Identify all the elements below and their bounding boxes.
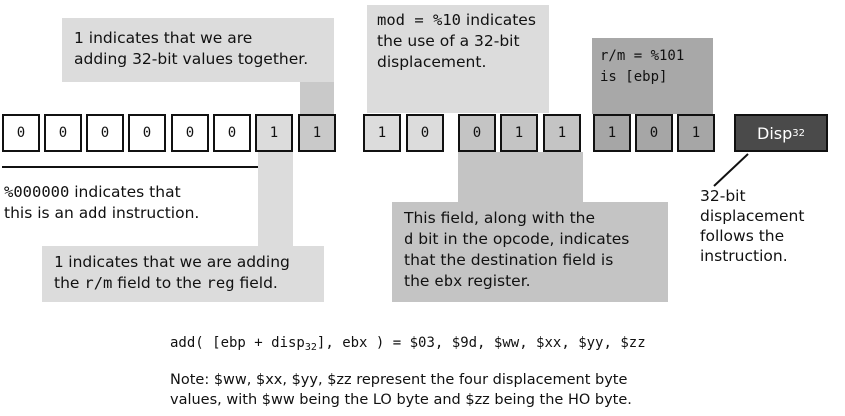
callout-text-reg: This field, along with the d bit in the … xyxy=(404,209,630,290)
bit-opcode-2: 0 xyxy=(213,114,251,152)
bit-rm-0: 1 xyxy=(677,114,715,152)
callout-connector-reg xyxy=(458,152,583,202)
callout-text-mod: mod = %10 indicates the use of a 32-bit … xyxy=(377,11,536,71)
callout-box-add-size xyxy=(62,18,334,82)
callout-text-d-bit: 1 indicates that we are adding the r/m f… xyxy=(54,253,290,292)
callout-text-opcode: %000000 indicates that this is an add in… xyxy=(4,183,200,222)
bit-rm-2: 1 xyxy=(593,114,631,152)
bit-rm-1: 0 xyxy=(635,114,673,152)
callout-box-rm xyxy=(592,38,713,114)
bit-opcode-5: 0 xyxy=(86,114,124,152)
bit-opcode-3: 0 xyxy=(171,114,209,152)
callout-connector-add-size xyxy=(300,82,334,114)
callout-box-d-bit xyxy=(42,246,324,302)
bit-mod-0: 0 xyxy=(406,114,444,152)
bit-opcode-s: 1 xyxy=(298,114,336,152)
bit-reg-2: 0 xyxy=(458,114,496,152)
callout-text-add-size: 1 indicates that we are adding 32-bit va… xyxy=(74,29,309,68)
callout-box-mod xyxy=(367,5,549,113)
callout-connector-d-bit xyxy=(258,152,293,246)
callout-box-reg xyxy=(392,202,668,302)
instruction-encoding: add( [ebp + disp32], ebx ) = $03, $9d, $… xyxy=(170,335,646,353)
bit-opcode-7: 0 xyxy=(2,114,40,152)
bit-reg-0: 1 xyxy=(543,114,581,152)
bit-mod-1: 1 xyxy=(363,114,401,152)
bit-opcode-6: 0 xyxy=(44,114,82,152)
displacement-leader-line xyxy=(713,153,749,187)
callout-text-rm: r/m = %101 is [ebp] xyxy=(600,48,685,85)
bit-opcode-4: 0 xyxy=(128,114,166,152)
bit-reg-1: 1 xyxy=(500,114,538,152)
opcode-underline xyxy=(2,166,258,168)
bit-opcode-d: 1 xyxy=(255,114,293,152)
callout-text-displacement: 32-bit displacement follows the instruct… xyxy=(700,187,805,265)
footnote: Note: $ww, $xx, $yy, $zz represent the f… xyxy=(170,372,632,408)
